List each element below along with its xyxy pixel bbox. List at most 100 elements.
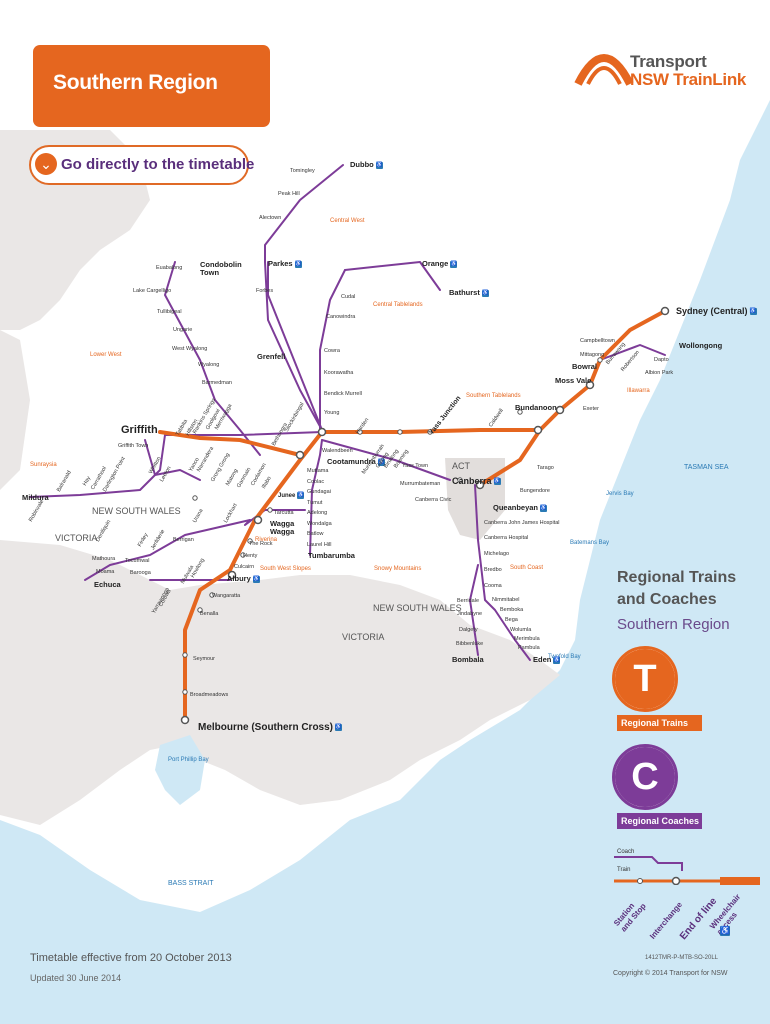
- wheelchair-icon: ♿: [481, 289, 489, 297]
- coach-route: [309, 439, 323, 556]
- station-label: Yass Town: [402, 463, 429, 469]
- station-mildura[interactable]: Mildura: [22, 493, 49, 502]
- interchange-dot: [295, 450, 305, 460]
- station-dot: [197, 607, 203, 613]
- station-label: Alectown: [259, 215, 282, 221]
- station-label: Bendick Murrell: [324, 391, 362, 397]
- station-canberra[interactable]: Canberra♿: [452, 476, 501, 486]
- station-dubbo[interactable]: Dubbo♿: [350, 160, 383, 169]
- wheelchair-icon: ♿: [297, 492, 305, 499]
- go-to-timetable-button[interactable]: [29, 145, 249, 185]
- station-dot: [209, 592, 215, 598]
- station-label: Bredbo: [484, 567, 502, 573]
- station-label: Moama: [96, 569, 115, 575]
- wheelchair-icon: ♿: [294, 260, 302, 268]
- station-orange[interactable]: Orange♿: [422, 259, 458, 268]
- coach-route: [599, 344, 666, 361]
- station-label: Barmedman: [202, 380, 232, 386]
- station-label: Batlow: [307, 531, 324, 537]
- station-label: Peak Hill: [278, 191, 300, 197]
- station-dot: [597, 357, 603, 363]
- station-label: Ungarie: [173, 327, 193, 333]
- station-label: Dapto: [654, 357, 669, 363]
- region-label: Illawarra: [627, 388, 650, 394]
- station-label: Nimmitabel: [492, 597, 520, 603]
- station-label: Pambula: [518, 645, 540, 651]
- region-label: Sunraysia: [30, 462, 57, 468]
- station-eden[interactable]: Eden♿: [533, 655, 561, 664]
- station-bathurst[interactable]: Bathurst♿: [449, 288, 489, 297]
- sa-area-2: [0, 330, 30, 490]
- station-label: Murrumbateman: [400, 481, 441, 487]
- station-echuca[interactable]: Echuca: [94, 580, 121, 589]
- chevron-down-icon[interactable]: ⌄: [35, 153, 57, 175]
- station-bowral[interactable]: Bowral: [572, 362, 598, 371]
- victoria-area: [0, 540, 560, 825]
- logo-text-nsw-trainlink: NSW TrainLink: [630, 70, 747, 89]
- wheelchair-icon: ♿: [450, 260, 458, 268]
- region-label: Riverina: [255, 537, 278, 543]
- interchange-dot: [180, 715, 190, 725]
- logo-text-transport: Transport: [630, 52, 707, 71]
- station-label: Dalgety: [459, 627, 478, 633]
- coach-route: [319, 269, 346, 431]
- station-label: Berridale: [457, 598, 480, 604]
- station-label: Exeter: [583, 406, 599, 412]
- coach-route: [321, 439, 451, 481]
- station-albury[interactable]: Albury♿: [227, 574, 260, 583]
- station-label: Bega: [505, 617, 518, 623]
- station-dot: [247, 538, 253, 544]
- station-cootamundra[interactable]: Cootamundra♿: [327, 457, 385, 466]
- station-label: Forbes: [256, 288, 274, 294]
- station-label: Tomingley: [290, 168, 315, 174]
- document-code: 1412TMR-P-MTB-SO-20LL: [645, 955, 719, 961]
- station-dot: [192, 495, 198, 501]
- wheelchair-icon: ♿: [375, 161, 383, 169]
- wheelchair-icon: ♿: [553, 656, 561, 664]
- station-label: The Rock: [249, 541, 273, 547]
- water-label: Jervis Bay: [606, 491, 634, 497]
- station-bombala[interactable]: Bombala: [452, 655, 484, 664]
- coach-route: [144, 439, 201, 481]
- station-label: Coolac: [307, 479, 325, 485]
- wheelchair-icon: ♿: [540, 504, 548, 512]
- region-label: South Coast: [510, 565, 544, 571]
- station-melbourne[interactable]: Melbourne (Southern Cross)♿: [198, 722, 343, 733]
- station-moss-vale[interactable]: Moss Vale: [555, 376, 592, 385]
- page-title: Southern Region: [53, 71, 218, 94]
- go-to-timetable-label[interactable]: Go directly to the timetable: [61, 156, 255, 173]
- region-label: Snowy Mountains: [374, 566, 422, 572]
- station-tumbarumba[interactable]: Tumbarumba: [308, 551, 355, 560]
- water-label: Batemans Bay: [570, 540, 610, 546]
- port-phillip: [155, 735, 205, 805]
- regional-coaches-label: Regional Coaches: [617, 813, 702, 829]
- station-label: Young: [324, 410, 340, 416]
- station-label: Walendbeen: [322, 448, 353, 454]
- coach-badge-icon: C: [615, 747, 675, 807]
- coach-route: [29, 431, 323, 498]
- coach-route: [267, 261, 323, 431]
- station-label: Albion Park: [645, 370, 674, 376]
- interchange-dot: [555, 405, 565, 415]
- station-wollongong[interactable]: Wollongong: [679, 341, 723, 350]
- station-label: Wondalga: [307, 521, 332, 527]
- region-label: Central West: [330, 218, 365, 224]
- station-condobolin[interactable]: Condobolin Town: [200, 260, 242, 277]
- station-label: Koorawatha: [324, 370, 354, 376]
- interchange-dot: [660, 306, 670, 316]
- station-label: Gundagai: [307, 489, 331, 495]
- station-queanbeyan[interactable]: Queanbeyan♿: [493, 503, 548, 512]
- station-wagga[interactable]: Wagga Wagga: [270, 519, 295, 536]
- station-label: Lake Cargelligo: [133, 288, 172, 294]
- station-bundanoon[interactable]: Bundanoon: [515, 403, 557, 412]
- station-grenfell[interactable]: Grenfell: [257, 352, 286, 361]
- station-junee[interactable]: Junee♿: [278, 492, 305, 500]
- region-label: Lower West: [90, 352, 122, 358]
- station-label: Laurel Hill: [307, 542, 332, 548]
- station-griffith[interactable]: Griffith: [121, 424, 158, 436]
- station-parkes[interactable]: Parkes♿: [268, 259, 302, 268]
- station-sydney[interactable]: Sydney (Central)♿: [676, 306, 757, 316]
- station-dot: [182, 689, 188, 695]
